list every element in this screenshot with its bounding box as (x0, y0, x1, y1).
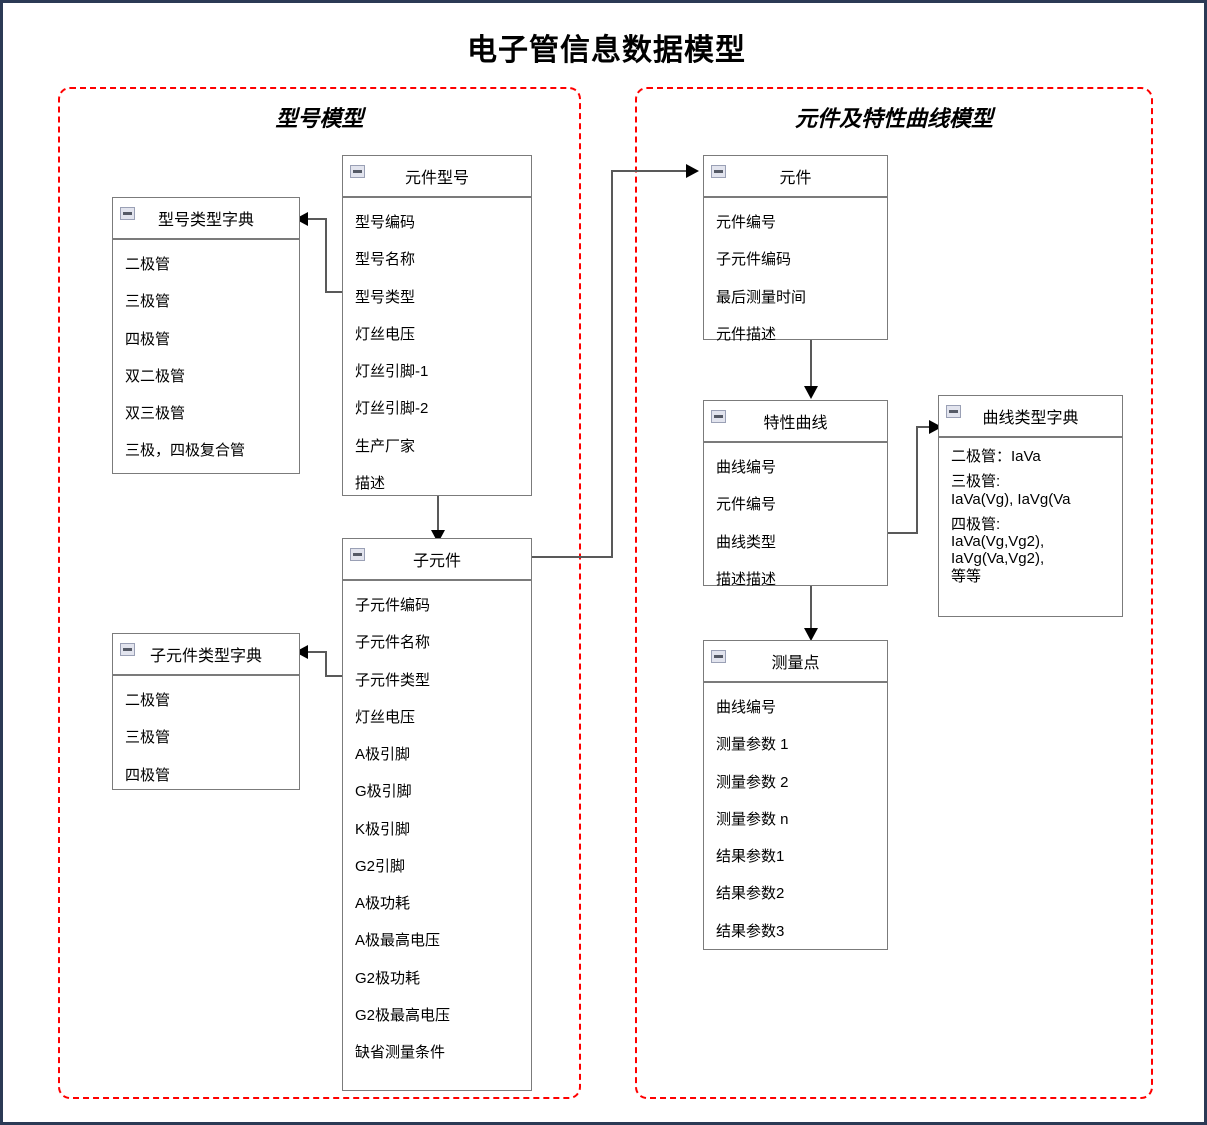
entity-field-list: 二极管：IaVa 三极管: IaVa(Vg), IaVg(Va 四极管: IaV… (939, 438, 1122, 597)
entity-title: 测量点 (771, 655, 820, 672)
entity-field: G极引脚 (355, 783, 412, 801)
entity-field: G2极功耗 (355, 969, 421, 987)
entity-field: 四极管 (125, 766, 171, 784)
arrow-down-icon (804, 628, 818, 641)
entity-field: A极引脚 (355, 746, 411, 763)
entity-curve-type-dict[interactable]: 曲线类型字典 二极管：IaVa 三极管: IaVa(Vg), IaVg(Va 四… (938, 395, 1123, 617)
entity-field: 三极，四极复合管 (125, 442, 246, 460)
collapse-minus-icon[interactable] (711, 410, 726, 423)
group-box-component-curve (635, 87, 1153, 1099)
entity-field-list: 二极管 三极管 四极管 双二极管 双三极管 三极，四极复合管 (113, 240, 299, 478)
entity-field: 三极管 (125, 729, 171, 747)
entity-field: 三极管: IaVa(Vg), IaVg(Va (951, 473, 1071, 508)
entity-field: 灯丝引脚-2 (355, 400, 429, 418)
entity-header: 元件 (704, 156, 887, 198)
entity-field-list: 二极管 三极管 四极管 (113, 676, 299, 802)
entity-header: 曲线类型字典 (939, 396, 1122, 438)
entity-field: A极功耗 (355, 895, 411, 912)
entity-title: 元件 (779, 170, 812, 187)
entity-field: K极引脚 (355, 820, 411, 838)
entity-field: G2引脚 (355, 857, 406, 875)
entity-field: 元件编号 (716, 496, 777, 514)
entity-field-list: 曲线编号 测量参数 1 测量参数 2 测量参数 n 结果参数1 结果参数2 结果… (704, 683, 887, 958)
entity-field: 灯丝电压 (355, 325, 416, 343)
collapse-minus-icon[interactable] (711, 650, 726, 663)
entity-header: 子元件类型字典 (113, 634, 299, 676)
entity-field: 型号编码 (355, 214, 416, 231)
entity-header: 型号类型字典 (113, 198, 299, 240)
group-label-model: 型号模型 (275, 106, 364, 131)
entity-field: 元件描述 (716, 325, 777, 343)
arrow-right-icon (686, 164, 699, 178)
collapse-minus-icon[interactable] (946, 405, 961, 418)
entity-field: 结果参数1 (716, 848, 785, 865)
entity-field: 描述描述 (716, 570, 777, 588)
entity-model-type-dict[interactable]: 型号类型字典 二极管 三极管 四极管 双二极管 双三极管 三极，四极复合管 (112, 197, 300, 474)
entity-field: 曲线类型 (716, 533, 777, 551)
entity-title: 元件型号 (404, 170, 469, 187)
entity-sub-component-type-dict[interactable]: 子元件类型字典 二极管 三极管 四极管 (112, 633, 300, 790)
entity-field: 四极管: IaVa(Vg,Vg2), IaVg(Va,Vg2), 等等 (951, 515, 1045, 585)
entity-field: 三极管 (125, 293, 171, 311)
entity-measure-point[interactable]: 测量点 曲线编号 测量参数 1 测量参数 2 测量参数 n 结果参数1 结果参数… (703, 640, 888, 950)
entity-component-model[interactable]: 元件型号 型号编码 型号名称 型号类型 灯丝电压 灯丝引脚-1 灯丝引脚-2 生… (342, 155, 532, 496)
entity-title: 子元件类型字典 (149, 648, 262, 665)
entity-field: 子元件编码 (355, 597, 431, 614)
group-label-component-curve: 元件及特性曲线模型 (794, 106, 993, 131)
entity-field: G2极最高电压 (355, 1006, 451, 1024)
entity-field: 元件编号 (716, 214, 777, 231)
entity-field: 子元件编码 (716, 251, 792, 269)
collapse-minus-icon[interactable] (711, 165, 726, 178)
entity-field-list: 曲线编号 元件编号 曲线类型 描述描述 (704, 443, 887, 606)
entity-header: 子元件 (343, 539, 531, 581)
entity-field: 测量参数 2 (716, 773, 789, 791)
group-box-model (58, 87, 581, 1099)
entity-header: 测量点 (704, 641, 887, 683)
collapse-minus-icon[interactable] (350, 548, 365, 561)
entity-field: 曲线编号 (716, 699, 777, 716)
entity-field: 型号名称 (355, 251, 416, 269)
entity-field: 结果参数3 (716, 922, 785, 940)
entity-title: 型号类型字典 (157, 212, 254, 229)
entity-field: 型号类型 (355, 288, 416, 306)
entity-characteristic-curve[interactable]: 特性曲线 曲线编号 元件编号 曲线类型 描述描述 (703, 400, 888, 588)
entity-field-list: 元件编号 子元件编码 最后测量时间 元件描述 (704, 198, 887, 361)
entity-field: 二极管：IaVa (951, 448, 1041, 465)
entity-component[interactable]: 元件 元件编号 子元件编码 最后测量时间 元件描述 (703, 155, 888, 343)
entity-field: 测量参数 1 (716, 736, 789, 754)
entity-field: A极最高电压 (355, 932, 441, 950)
entity-field: 双三极管 (125, 405, 186, 422)
entity-sub-component[interactable]: 子元件 子元件编码 子元件名称 子元件类型 灯丝电压 A极引脚 G极引脚 K极引… (342, 538, 532, 1091)
entity-field: 灯丝引脚-1 (355, 363, 429, 380)
collapse-minus-icon[interactable] (120, 207, 135, 220)
entity-title: 子元件 (412, 553, 461, 570)
entity-field: 描述 (355, 474, 386, 492)
entity-title: 曲线类型字典 (982, 410, 1079, 427)
entity-title: 特性曲线 (763, 415, 828, 432)
entity-header: 特性曲线 (704, 401, 887, 443)
entity-field: 二极管 (125, 256, 171, 273)
collapse-minus-icon[interactable] (120, 643, 135, 656)
entity-field-list: 子元件编码 子元件名称 子元件类型 灯丝电压 A极引脚 G极引脚 K极引脚 G2… (343, 581, 531, 1079)
arrow-down-icon (804, 386, 818, 399)
entity-field: 生产厂家 (355, 437, 416, 455)
collapse-minus-icon[interactable] (350, 165, 365, 178)
entity-field: 双二极管 (125, 367, 186, 385)
entity-field: 子元件类型 (355, 671, 431, 689)
entity-field: 灯丝电压 (355, 708, 416, 726)
entity-field: 缺省测量条件 (355, 1044, 446, 1061)
entity-header: 元件型号 (343, 156, 531, 198)
entity-field: 子元件名称 (355, 634, 431, 652)
entity-field: 结果参数2 (716, 885, 785, 903)
page-title: 电子管信息数据模型 (467, 34, 746, 67)
entity-field: 曲线编号 (716, 459, 777, 476)
entity-field: 二极管 (125, 692, 171, 709)
entity-field: 最后测量时间 (716, 288, 807, 306)
entity-field: 四极管 (125, 330, 171, 348)
entity-field-list: 型号编码 型号名称 型号类型 灯丝电压 灯丝引脚-1 灯丝引脚-2 生产厂家 描… (343, 198, 531, 510)
entity-field: 测量参数 n (716, 810, 789, 828)
